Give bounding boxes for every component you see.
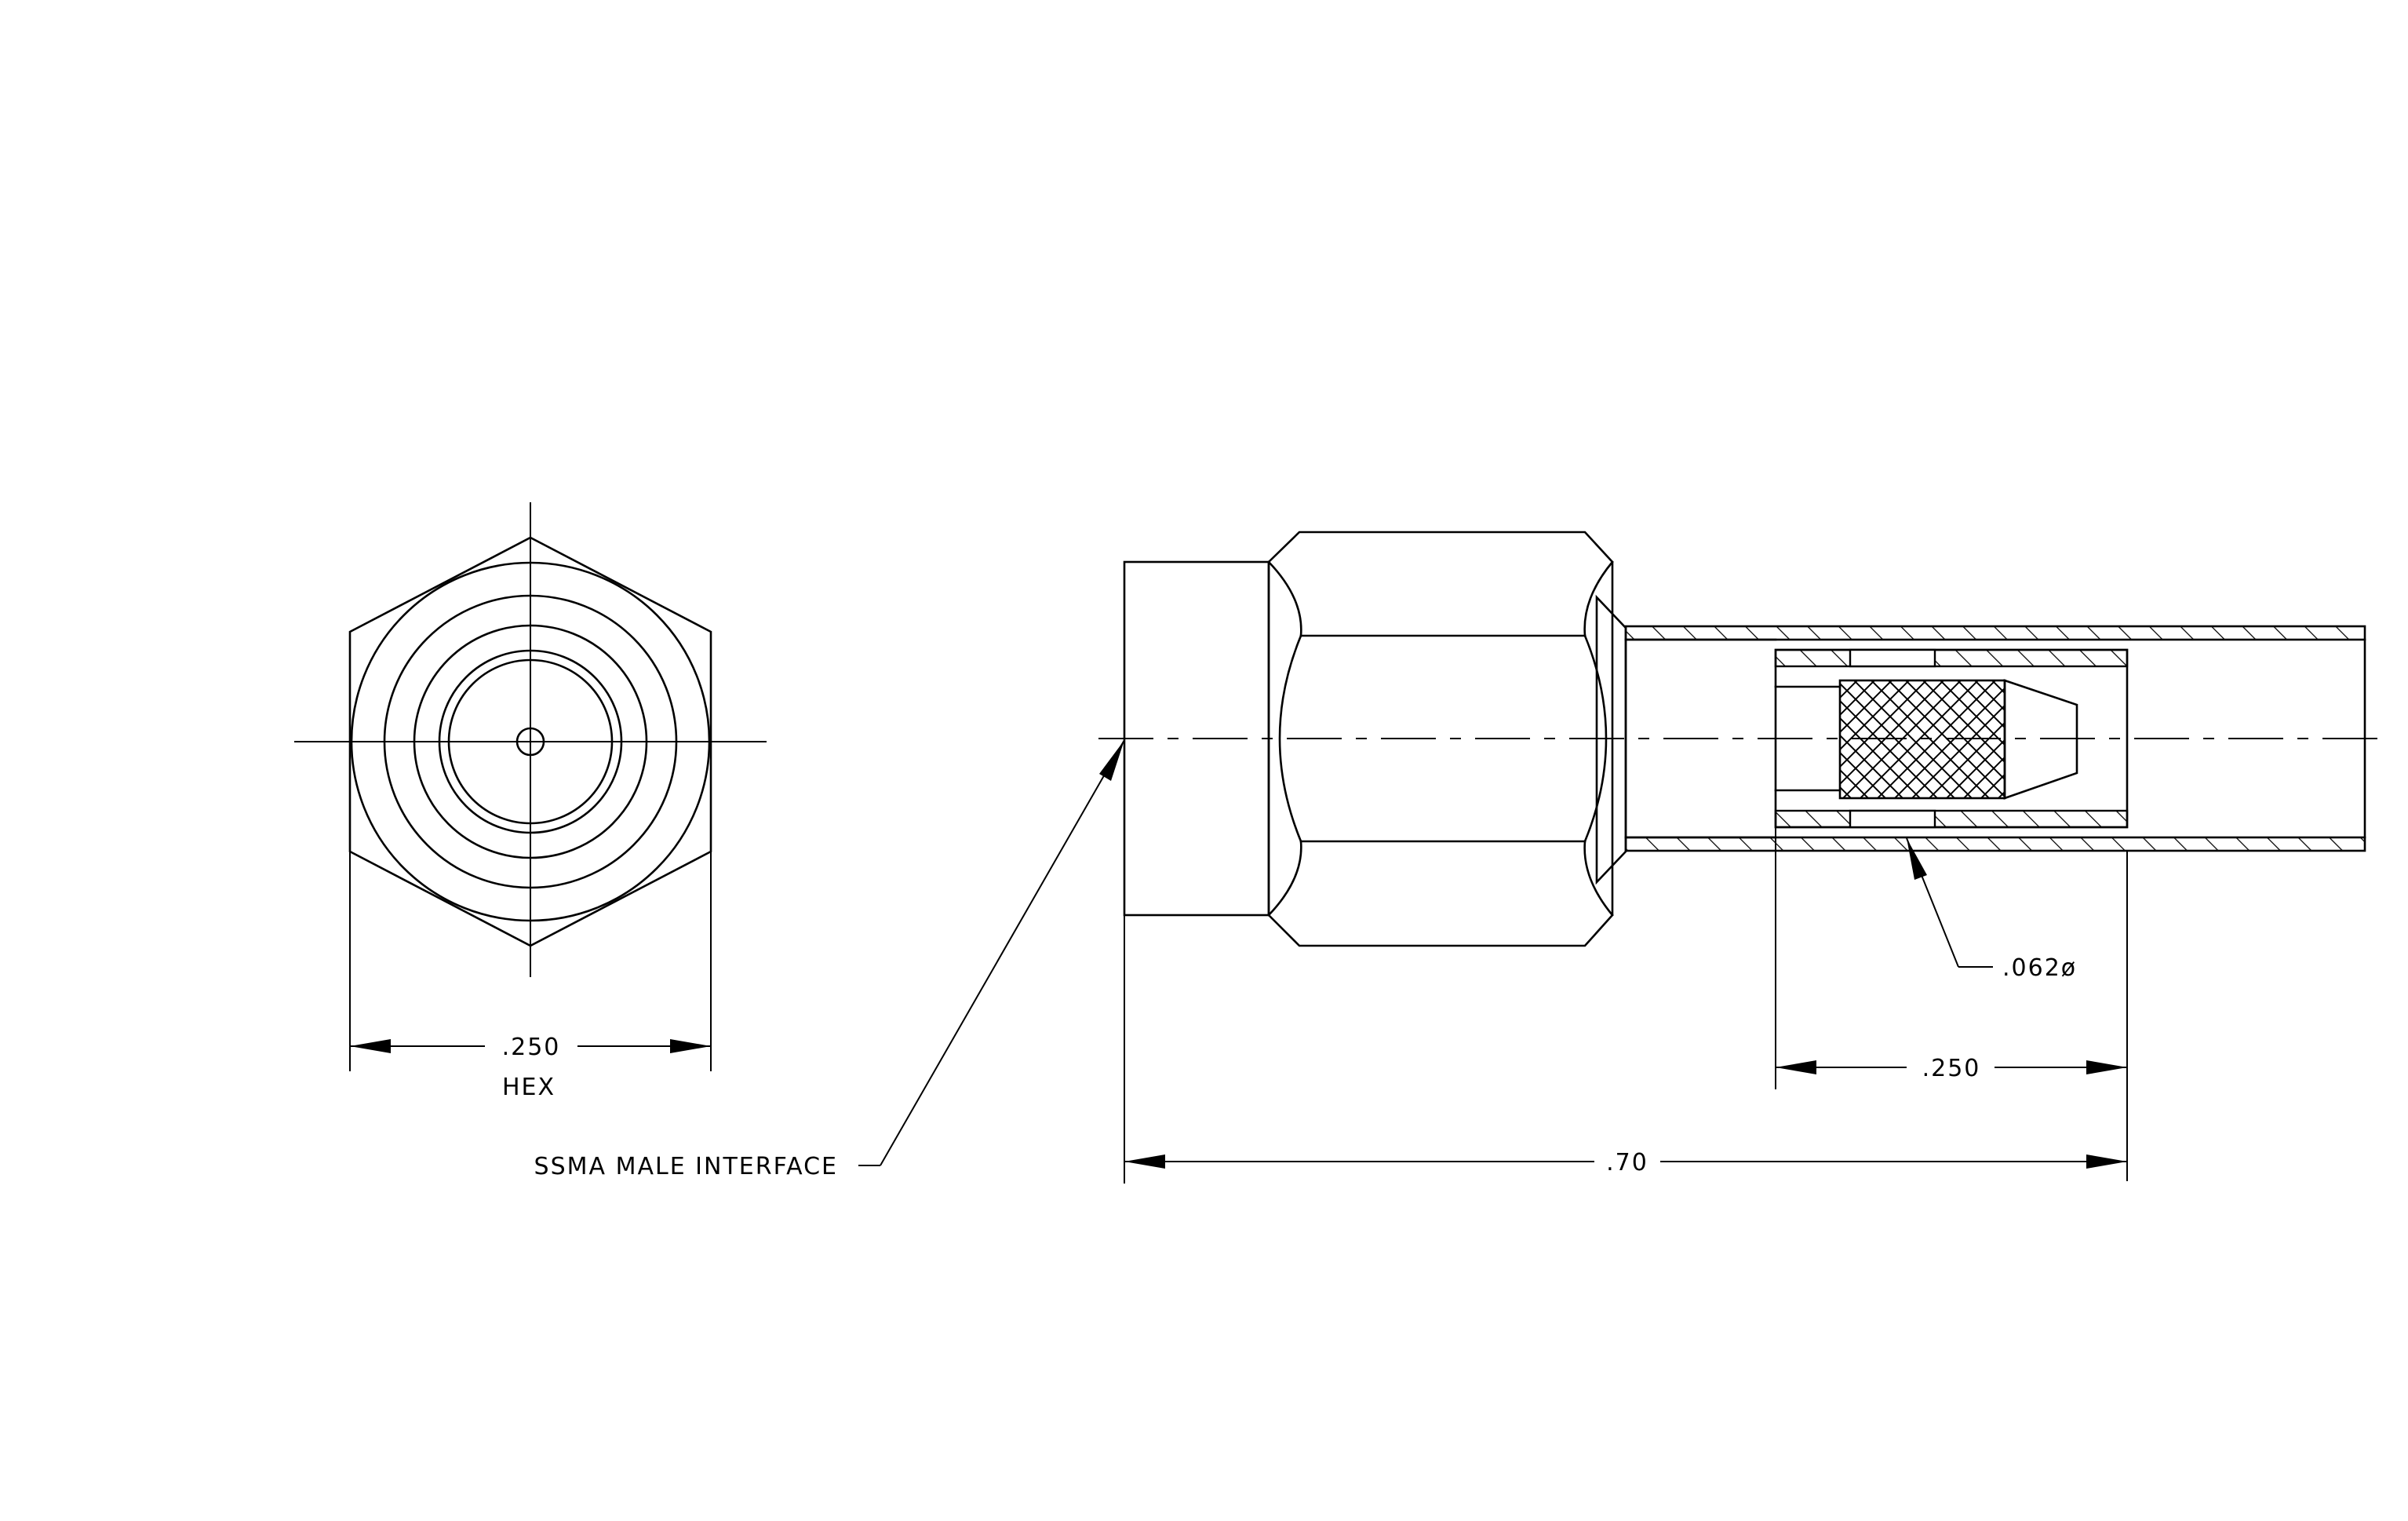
tube-wall-bottom [1624, 836, 2366, 852]
overall-length-label: .70 [1606, 1149, 1648, 1176]
interface-label: SSMA MALE INTERFACE [534, 1153, 838, 1180]
overall-length-dimension: .70 [1124, 915, 2127, 1184]
interface-callout: SSMA MALE INTERFACE [534, 739, 1125, 1180]
contact-pin-tip [2003, 679, 2078, 800]
pin-diameter-callout: .062ø [1906, 837, 2077, 982]
pin-length-dimension: .250 [1775, 827, 2128, 1181]
hex-dimension: .250 HEX [349, 852, 712, 1101]
sleeve-wall-bottom [1774, 809, 2129, 829]
tube-wall-top [1624, 625, 2366, 641]
nut-shoulder [1595, 594, 1627, 885]
sleeve-wall-top [1774, 648, 2129, 668]
pin-length-label: .250 [1922, 1055, 1981, 1082]
pin-diameter-label: .062ø [2002, 954, 2077, 982]
end-view [294, 502, 767, 977]
hex-dim-label: .250 [502, 1034, 561, 1061]
hex-note-label: HEX [502, 1074, 556, 1101]
